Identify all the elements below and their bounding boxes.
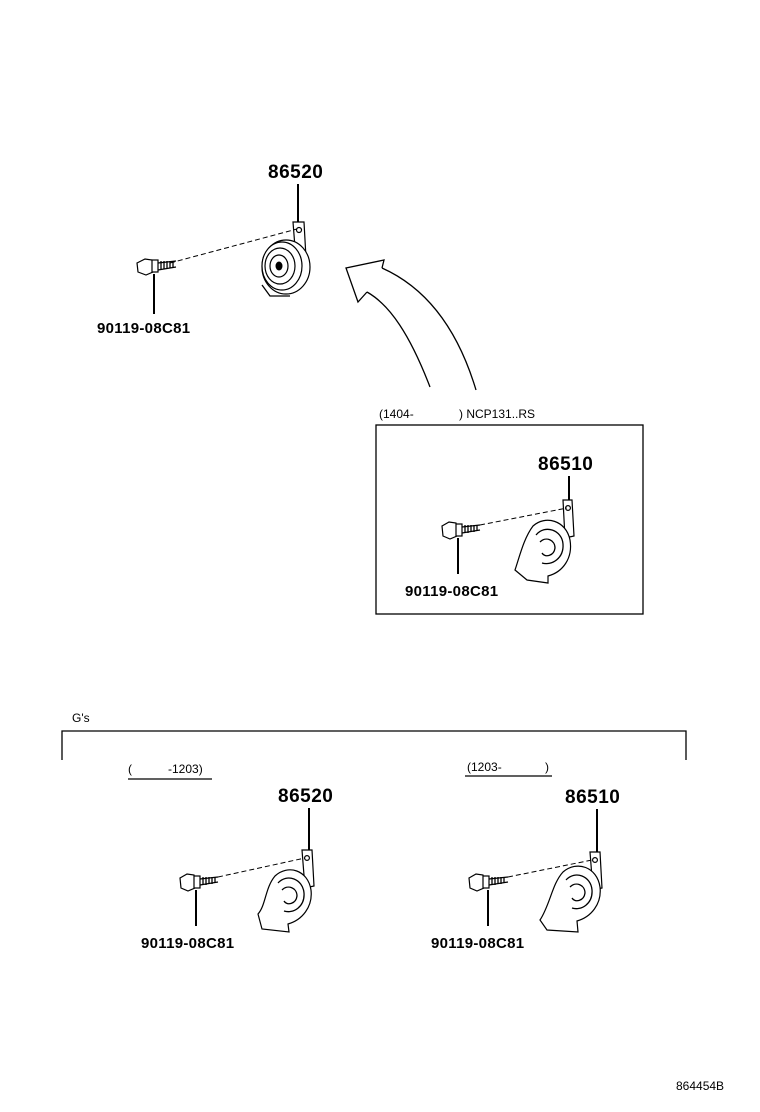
gs-group-label: G's [72, 711, 90, 725]
box-condition-open: (1404- [379, 407, 414, 421]
right-horn-part-number: 86510 [565, 787, 620, 808]
box-bolt-alignment-line [479, 507, 568, 526]
top-horn-bracket-hole [295, 226, 303, 234]
box-condition-close: ) NCP131..RS [459, 407, 535, 421]
disc-horn-86520 [261, 239, 311, 297]
snail-horn-86510 [539, 865, 601, 933]
right-condition-open: (1203- [467, 760, 502, 774]
top-horn-assembly: 86520 90119-08C81 [97, 162, 323, 337]
left-bolt [179, 873, 219, 892]
left-condition-close: -1203) [168, 762, 203, 776]
snail-horn-86510-box [514, 519, 572, 584]
replacement-arrow [345, 259, 477, 391]
top-bolt [136, 258, 177, 276]
box-horn-part-number: 86510 [538, 454, 593, 475]
snail-horn-86520 [257, 869, 312, 933]
left-horn-part-number: 86520 [278, 786, 333, 807]
top-bolt-alignment-line [169, 228, 298, 264]
right-bolt-alignment-line [507, 859, 593, 878]
left-condition-open: ( [128, 762, 132, 776]
diagram-id: 864454B [676, 1079, 724, 1093]
right-variant: (1203- ) 86510 90119-08C81 [431, 760, 620, 952]
top-bolt-part-number: 90119-08C81 [97, 320, 190, 337]
right-bolt [468, 873, 509, 892]
left-variant: ( -1203) 86520 90119-08C81 [128, 762, 333, 952]
variant-box-frame [375, 424, 644, 615]
boxed-variant: (1404- ) NCP131..RS 86510 90119-08C81 [375, 407, 644, 615]
gs-group-bracket [61, 730, 687, 760]
left-bolt-alignment-line [217, 857, 306, 878]
box-bolt-part-number: 90119-08C81 [405, 583, 498, 600]
gs-group: G's [61, 711, 687, 760]
left-bolt-part-number: 90119-08C81 [141, 935, 234, 952]
right-bolt-part-number: 90119-08C81 [431, 935, 524, 952]
right-condition-close: ) [545, 760, 549, 774]
top-horn-part-number: 86520 [268, 162, 323, 183]
box-bolt [441, 521, 481, 540]
